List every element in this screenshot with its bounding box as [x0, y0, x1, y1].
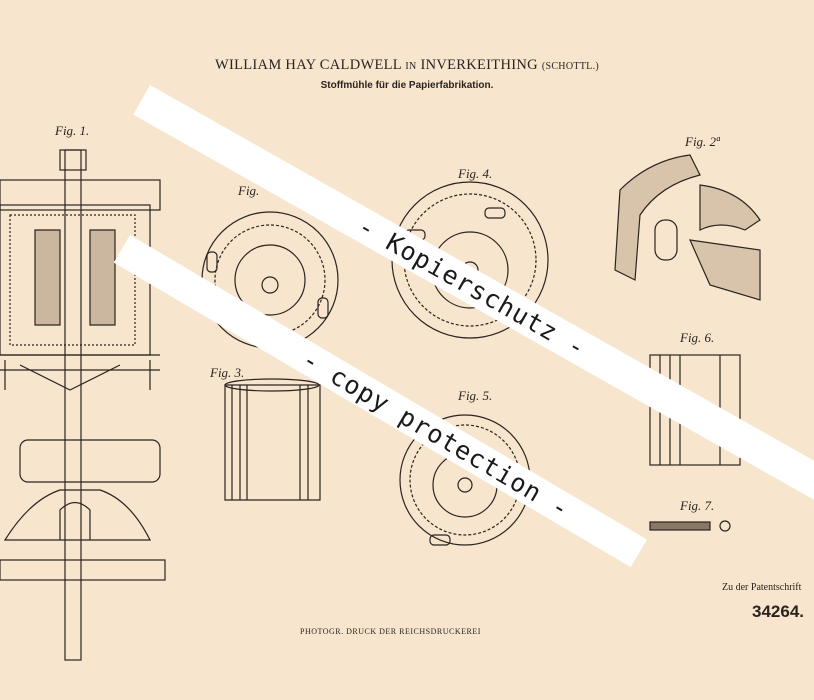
fig3-label: Fig. 3. — [210, 365, 245, 380]
place-name: INVERKEITHING — [420, 57, 538, 73]
patent-subtitle: Stoffmühle für die Papierfabrikation. — [320, 80, 494, 91]
fig2a-drawing — [614, 154, 761, 301]
patent-title: WILLIAM HAY CALDWELL IN INVERKEITHING (S… — [0, 57, 814, 74]
fig1-label: Fig. 1. — [55, 123, 90, 138]
country: (SCHOTTL.) — [541, 61, 600, 72]
patent-number: 34264. — [752, 602, 804, 621]
fig7-drawing — [649, 520, 731, 532]
patent-reference-label: Zu der Patentschrift — [722, 582, 802, 593]
fig1-drawing — [0, 149, 166, 661]
fig2a-label: Fig. 2ª — [685, 134, 720, 149]
fig2-label: Fig. — [238, 183, 260, 198]
fig7-label: Fig. 7. — [680, 498, 715, 513]
printer-credit: PHOTOGR. DRUCK DER REICHSDRUCKEREI — [300, 627, 481, 636]
fig6-label: Fig. 6. — [680, 330, 715, 345]
fig4-label: Fig. 4. — [458, 166, 493, 181]
title-in: IN — [405, 61, 417, 72]
fig3-drawing — [224, 378, 321, 501]
fig5-label: Fig. 5. — [458, 388, 493, 403]
inventor-name: WILLIAM HAY CALDWELL — [214, 57, 402, 73]
